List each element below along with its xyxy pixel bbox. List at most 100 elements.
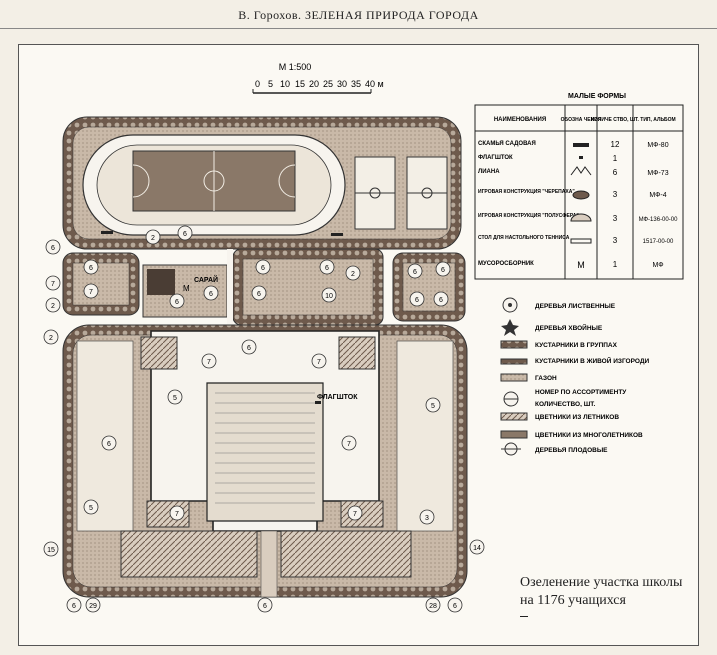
left-playground [76,340,134,532]
svg-text:2: 2 [351,271,355,278]
scale-title: М 1:500 [279,62,312,72]
legend-item: КУСТАРНИКИ В ГРУППАХ [535,342,618,349]
svg-text:6: 6 [183,231,187,238]
front-flowerbed-left [120,530,258,578]
svg-text:12: 12 [611,140,620,149]
scale-tick-35: 35 [351,79,361,89]
svg-text:1: 1 [613,260,618,269]
sports-block [62,116,462,250]
legend-item: ГАЗОН [535,375,557,382]
svg-text:6: 6 [107,441,111,448]
svg-text:7: 7 [347,441,351,448]
svg-text:7: 7 [51,281,55,288]
legend-item: ЦВЕТНИКИ ИЗ МНОГОЛЕТНИКОВ [535,432,643,439]
barn-label: САРАЙ [194,275,218,284]
svg-text:6: 6 [325,265,329,272]
svg-text:6: 6 [209,291,213,298]
svg-text:2: 2 [151,235,155,242]
svg-text:3: 3 [613,236,618,245]
svg-text:14: 14 [473,545,481,552]
marker-numbers: 6 7 2 2 15 6 29 6 28 6 14 2 6 6 7 7 5 7 … [47,231,481,610]
legend-item: ДЕРЕВЬЯ ПЛОДОВЫЕ [535,447,608,454]
svg-text:МФ-80: МФ-80 [647,142,668,149]
svg-text:5: 5 [431,403,435,410]
barn-plot [147,269,175,295]
svg-text:2: 2 [49,335,53,342]
scale-tick-5: 5 [268,79,273,89]
svg-text:7: 7 [317,359,321,366]
svg-text:М: М [577,260,585,270]
table-row: ИГРОВАЯ КОНСТРУКЦИЯ "ЧЕРЕПАХА" [478,189,575,195]
svg-text:6: 6 [613,168,618,177]
svg-text:3: 3 [613,190,618,199]
table-row: ФЛАГШТОК [478,155,513,161]
small-forms-table: МАЛЫЕ ФОРМЫ НАИМЕНОВАНИЯ ОБОЗНА ЧЕНИЯ КО… [474,93,684,280]
table-header-type: ТИП, АЛЬБОМ [640,117,675,123]
right-playground [396,340,454,532]
drawing-frame: М 1:500 0 5 10 15 20 25 30 35 40 м [18,44,699,646]
scale-tick-0: 0 [255,79,260,89]
svg-text:15: 15 [47,547,55,554]
caption-dash [520,616,528,617]
legend-item: ДЕРЕВЬЯ ХВОЙНЫЕ [535,323,603,332]
svg-text:1517-00-00: 1517-00-00 [643,239,674,245]
svg-text:3: 3 [425,515,429,522]
svg-text:МФ-136-00-00: МФ-136-00-00 [639,217,679,223]
svg-text:1: 1 [613,154,618,163]
svg-text:6: 6 [72,603,76,610]
svg-text:6: 6 [453,603,457,610]
table-symbols: М [570,143,592,270]
school-block: ФЛАГШТОК [62,324,468,598]
svg-text:2: 2 [51,303,55,310]
svg-text:29: 29 [89,603,97,610]
scale-tick-30: 30 [337,79,347,89]
scale-tick-20: 20 [309,79,319,89]
site-plan-drawing: М 1:500 0 5 10 15 20 25 30 35 40 м [43,62,684,613]
svg-text:6: 6 [89,265,93,272]
svg-text:6: 6 [413,269,417,276]
scale-bar: М 1:500 0 5 10 15 20 25 30 35 40 м [252,62,384,94]
legend-item: НОМЕР ПО АССОРТИМЕНТУ [535,389,627,396]
svg-text:7: 7 [89,289,93,296]
svg-text:6: 6 [441,267,445,274]
table-row: СКАМЬЯ САДОВАЯ [478,141,536,147]
svg-text:5: 5 [89,505,93,512]
svg-text:6: 6 [247,345,251,352]
svg-text:6: 6 [175,299,179,306]
legend-item: ДЕРЕВЬЯ ЛИСТВЕННЫЕ [535,303,616,310]
flagpole-symbol [315,401,321,404]
table-row: СТОЛ ДЛЯ НАСТОЛЬНОГО ТЕННИСА [478,235,570,241]
scale-tick-10: 10 [280,79,290,89]
svg-text:6: 6 [51,245,55,252]
trash-bin-symbol: М [183,284,190,293]
scale-tick-25: 25 [323,79,333,89]
flagpole-label: ФЛАГШТОК [317,394,358,401]
svg-text:6: 6 [257,291,261,298]
table-title: МАЛЫЕ ФОРМЫ [568,93,626,100]
page-header: В. Горохов. ЗЕЛЕНАЯ ПРИРОДА ГОРОДА [238,8,479,22]
svg-text:6: 6 [439,297,443,304]
table-header-name: НАИМЕНОВАНИЯ [494,117,546,123]
svg-text:7: 7 [207,359,211,366]
table-header-qty: КОЛИЧЕ СТВО, ШТ. [591,117,639,123]
entrance-path [260,530,278,598]
svg-text:10: 10 [325,293,333,300]
svg-text:7: 7 [353,511,357,518]
svg-text:МФ-73: МФ-73 [647,170,668,177]
legend-item: КУСТАРНИКИ В ЖИВОЙ ИЗГОРОДИ [535,356,649,365]
svg-text:МФ: МФ [652,262,663,269]
svg-text:6: 6 [261,265,265,272]
figure-caption: Озеленение участка школы на 1176 учащихс… [520,575,683,608]
header-rule [0,28,717,29]
scale-tick-15: 15 [295,79,305,89]
legend: ДЕРЕВЬЯ ЛИСТВЕННЫЕ ДЕРЕВЬЯ ХВОЙНЫЕ КУСТА… [500,297,649,456]
table-row: ИГРОВАЯ КОНСТРУКЦИЯ "ПОЛУСФЕРА" [478,213,579,219]
svg-text:МФ-4: МФ-4 [649,192,666,199]
svg-text:6: 6 [263,603,267,610]
table-row: ЛИАНА [478,169,500,175]
legend-item: КОЛИЧЕСТВО, ШТ. [535,401,595,408]
svg-text:3: 3 [613,214,618,223]
legend-item: ЦВЕТНИКИ ИЗ ЛЕТНИКОВ [535,414,619,421]
table-row: МУСОРОСБОРНИК [478,261,534,267]
svg-text:6: 6 [415,297,419,304]
